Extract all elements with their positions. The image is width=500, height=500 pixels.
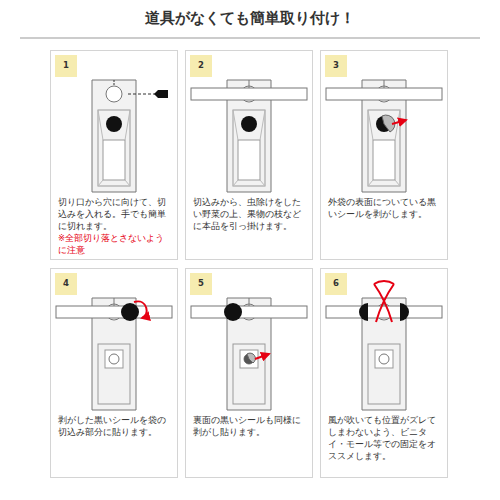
- cut-guide: [126, 94, 156, 95]
- step-description: 切込みから、虫除けをしたい野菜の上、果物の枝などに本品を引っ掛けます。: [193, 197, 305, 233]
- black-seal: [224, 303, 242, 321]
- step-text-area: 切り口から穴に向けて、切込みを入れる。手でも簡単に切れます。※全部切り落とさない…: [58, 197, 170, 256]
- step-number-badge: 5: [190, 273, 212, 295]
- black-seal: [241, 116, 257, 132]
- step-text-area: 外袋の表面についている黒いシールを剥がします。: [328, 197, 440, 221]
- slit: [249, 298, 250, 306]
- step-number-badge: 4: [55, 273, 77, 295]
- cut-line: [114, 80, 115, 86]
- black-seal: [106, 116, 122, 132]
- step-description: 剥がした黒いシールを袋の切込み部分に貼ります。: [58, 415, 170, 439]
- twist-tie: [374, 281, 394, 322]
- step-5-illustration: [191, 298, 307, 410]
- step-number: 3: [333, 60, 339, 72]
- branch: [191, 306, 307, 318]
- title-rule: [20, 38, 480, 39]
- branch: [191, 88, 307, 100]
- step-text-area: 風が吹いても位置がズレてしまわないよう、ビニタイ・モール等での固定をオススメしま…: [328, 415, 440, 463]
- branch: [56, 306, 172, 318]
- branch: [326, 306, 442, 318]
- black-seal: [400, 303, 409, 321]
- step-text-area: 剥がした黒いシールを袋の切込み部分に貼ります。: [58, 415, 170, 439]
- peel-arrow: [255, 354, 269, 359]
- step-4-illustration: [56, 298, 172, 410]
- step-panel: 切り口から穴に向けて、切込みを入れる。手でも簡単に切れます。※全部切り落とさない…: [50, 50, 178, 260]
- step-panel: 裏面の黒いシールも同様に剥がし貼ります。 5: [185, 268, 313, 478]
- step-text-area: 裏面の黒いシールも同様に剥がし貼ります。: [193, 415, 305, 439]
- step-number: 1: [63, 60, 69, 72]
- step-number: 4: [63, 278, 69, 290]
- step-6-illustration: [326, 281, 442, 410]
- step-panel: 剥がした黒いシールを袋の切込み部分に貼ります。 4: [50, 268, 178, 478]
- slit: [114, 298, 115, 306]
- black-seal: [121, 303, 139, 321]
- hand-icon: [154, 90, 168, 98]
- step-panel: 切込みから、虫除けをしたい野菜の上、果物の枝などに本品を引っ掛けます。 2: [185, 50, 313, 260]
- step-3-illustration: [326, 80, 442, 192]
- stick-arrow: [134, 301, 147, 318]
- step-1-illustration: [92, 80, 168, 192]
- step-description: 裏面の黒いシールも同様に剥がし貼ります。: [193, 415, 305, 439]
- step-number: 5: [198, 278, 204, 290]
- step-number-badge: 1: [55, 55, 77, 77]
- step-number-badge: 2: [190, 55, 212, 77]
- step-description: 外袋の表面についている黒いシールを剥がします。: [328, 197, 440, 221]
- caution-note: ※全部切り落とさないように注意: [58, 233, 170, 257]
- peel-arrow: [392, 120, 406, 124]
- step-2-illustration: [191, 80, 307, 192]
- step-description: 風が吹いても位置がズレてしまわないよう、ビニタイ・モール等での固定をオススメしま…: [328, 415, 440, 463]
- step-number-badge: 3: [325, 55, 347, 77]
- branch: [326, 88, 442, 100]
- step-description: 切り口から穴に向けて、切込みを入れる。手でも簡単に切れます。: [58, 197, 170, 233]
- step-number: 6: [333, 278, 339, 290]
- step-text-area: 切込みから、虫除けをしたい野菜の上、果物の枝などに本品を引っ掛けます。: [193, 197, 305, 233]
- page-title: 道具がなくても簡単取り付け！: [20, 9, 480, 28]
- peeling-edge: [247, 353, 255, 363]
- slit: [249, 80, 250, 88]
- step-panel: 風が吹いても位置がズレてしまわないよう、ビニタイ・モール等での固定をオススメしま…: [320, 268, 448, 478]
- step-number-badge: 6: [325, 273, 347, 295]
- step-number: 2: [198, 60, 204, 72]
- step-panel: 外袋の表面についている黒いシールを剥がします。 3: [320, 50, 448, 260]
- slit: [384, 80, 385, 88]
- bag: [92, 80, 136, 192]
- black-seal: [359, 303, 368, 321]
